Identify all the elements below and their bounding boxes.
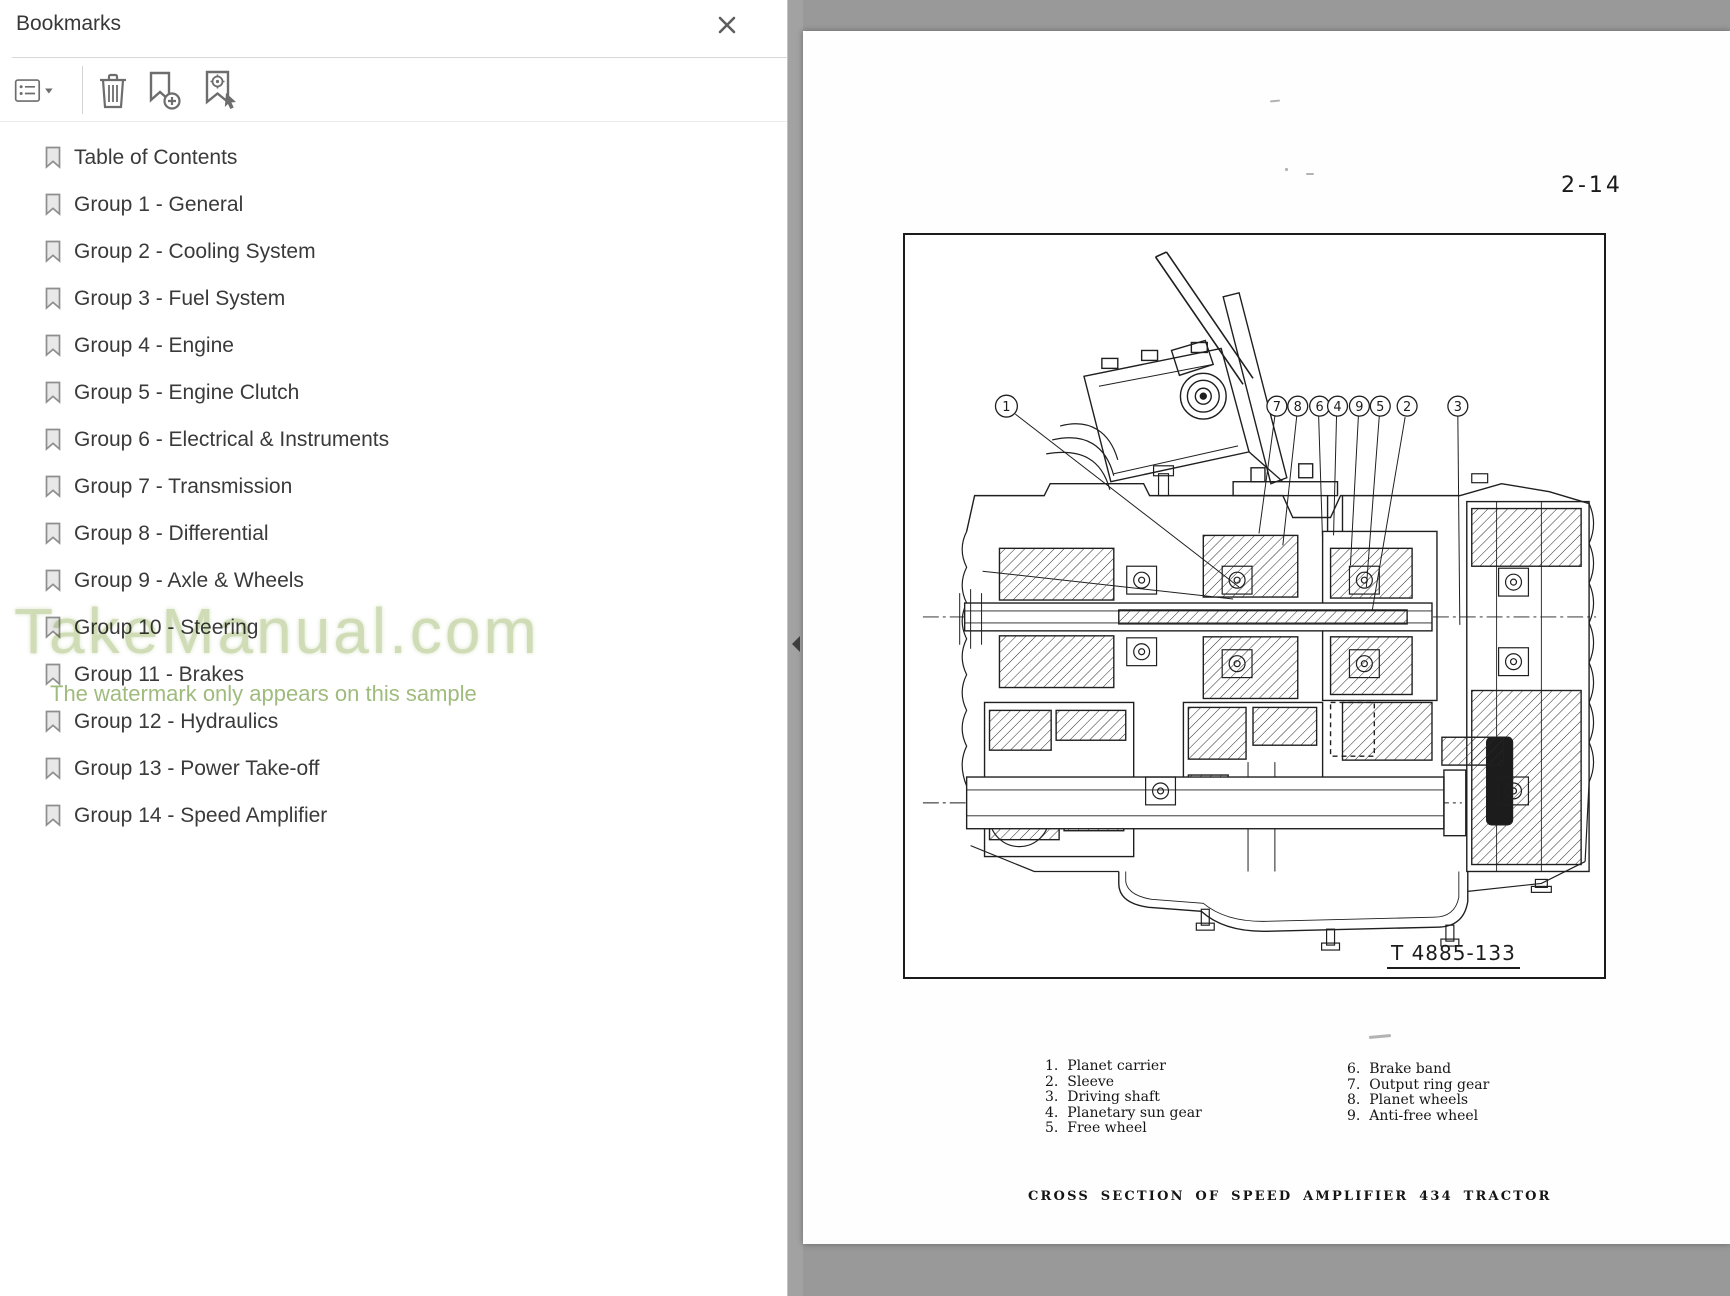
header-divider (12, 57, 787, 58)
pdf-page: 2-14 (803, 31, 1730, 1244)
add-bookmark-icon (149, 71, 181, 110)
bookmark-icon (44, 334, 62, 357)
callout-2: 2 (1403, 400, 1411, 415)
bookmark-item-group-3[interactable]: Group 3 - Fuel System (0, 275, 787, 322)
bookmark-item-group-8[interactable]: Group 8 - Differential (0, 510, 787, 557)
bookmark-icon (44, 428, 62, 451)
goto-bookmark-button[interactable] (200, 70, 242, 112)
figure-caption: CROSS SECTION OF SPEED AMPLIFIER 434 TRA… (1028, 1189, 1552, 1204)
bookmark-item-group-1[interactable]: Group 1 - General (0, 181, 787, 228)
bookmark-item-group-10[interactable]: Group 10 - Steering (0, 604, 787, 651)
options-menu-icon (14, 79, 53, 102)
new-bookmark-button[interactable] (144, 70, 186, 112)
callout-7: 7 (1273, 400, 1281, 415)
toolbar-separator (82, 66, 83, 114)
bookmark-icon (44, 710, 62, 733)
bookmark-options-button[interactable] (14, 70, 56, 112)
document-area[interactable]: 2-14 (803, 0, 1730, 1296)
bookmark-item-group-4[interactable]: Group 4 - Engine (0, 322, 787, 369)
bookmark-icon (44, 381, 62, 404)
bookmark-item-group-12[interactable]: Group 12 - Hydraulics (0, 698, 787, 745)
delete-bookmark-button[interactable] (92, 70, 134, 112)
close-panel-button[interactable] (712, 10, 742, 40)
callout-8: 8 (1294, 400, 1302, 415)
bookmark-icon (44, 287, 62, 310)
panel-splitter[interactable] (787, 0, 804, 1296)
bookmark-icon (44, 146, 62, 169)
bookmarks-panel-header: Bookmarks (0, 0, 787, 57)
callout-5: 5 (1376, 400, 1384, 415)
callout-9: 9 (1355, 400, 1363, 415)
close-icon (718, 16, 736, 34)
bookmark-item-group-7[interactable]: Group 7 - Transmission (0, 463, 787, 510)
figure-frame: 1 7 8 6 4 9 5 2 3 T 4885-133 (903, 233, 1606, 979)
bookmark-icon (44, 663, 62, 686)
bookmarks-toolbar (0, 58, 787, 121)
bookmark-item-group-13[interactable]: Group 13 - Power Take-off (0, 745, 787, 792)
figure-reference-number: T 4885-133 (1387, 941, 1520, 969)
bookmark-icon (44, 757, 62, 780)
bookmark-item-table-of-contents[interactable]: Table of Contents (0, 134, 787, 181)
trash-icon (100, 73, 126, 109)
bookmark-icon (44, 804, 62, 827)
callout-3: 3 (1454, 400, 1462, 415)
bookmark-item-group-2[interactable]: Group 2 - Cooling System (0, 228, 787, 275)
bookmark-icon (44, 616, 62, 639)
bookmark-item-group-5[interactable]: Group 5 - Engine Clutch (0, 369, 787, 416)
bookmark-item-group-14[interactable]: Group 14 - Speed Amplifier (0, 792, 787, 839)
speed-amplifier-cross-section-drawing: 1 7 8 6 4 9 5 2 3 (922, 251, 1597, 951)
callout-4: 4 (1333, 400, 1341, 415)
bookmark-item-group-11[interactable]: Group 11 - Brakes (0, 651, 787, 698)
collapse-panel-icon[interactable] (790, 634, 802, 659)
bookmark-item-group-9[interactable]: Group 9 - Axle & Wheels (0, 557, 787, 604)
bookmark-icon (44, 240, 62, 263)
callout-1: 1 (1002, 400, 1010, 415)
callout-6: 6 (1316, 400, 1324, 415)
bookmark-target-icon (205, 70, 236, 109)
bookmark-icon (44, 569, 62, 592)
toolbar-divider (0, 121, 787, 122)
bookmark-item-group-6[interactable]: Group 6 - Electrical & Instruments (0, 416, 787, 463)
page-number: 2-14 (1561, 173, 1623, 198)
bookmark-list: Table of Contents Group 1 - General Grou… (0, 134, 787, 839)
panel-title: Bookmarks (16, 12, 122, 35)
bookmark-icon (44, 475, 62, 498)
bookmarks-panel: Bookmarks (0, 0, 787, 1296)
bookmark-icon (44, 522, 62, 545)
bookmark-icon (44, 193, 62, 216)
